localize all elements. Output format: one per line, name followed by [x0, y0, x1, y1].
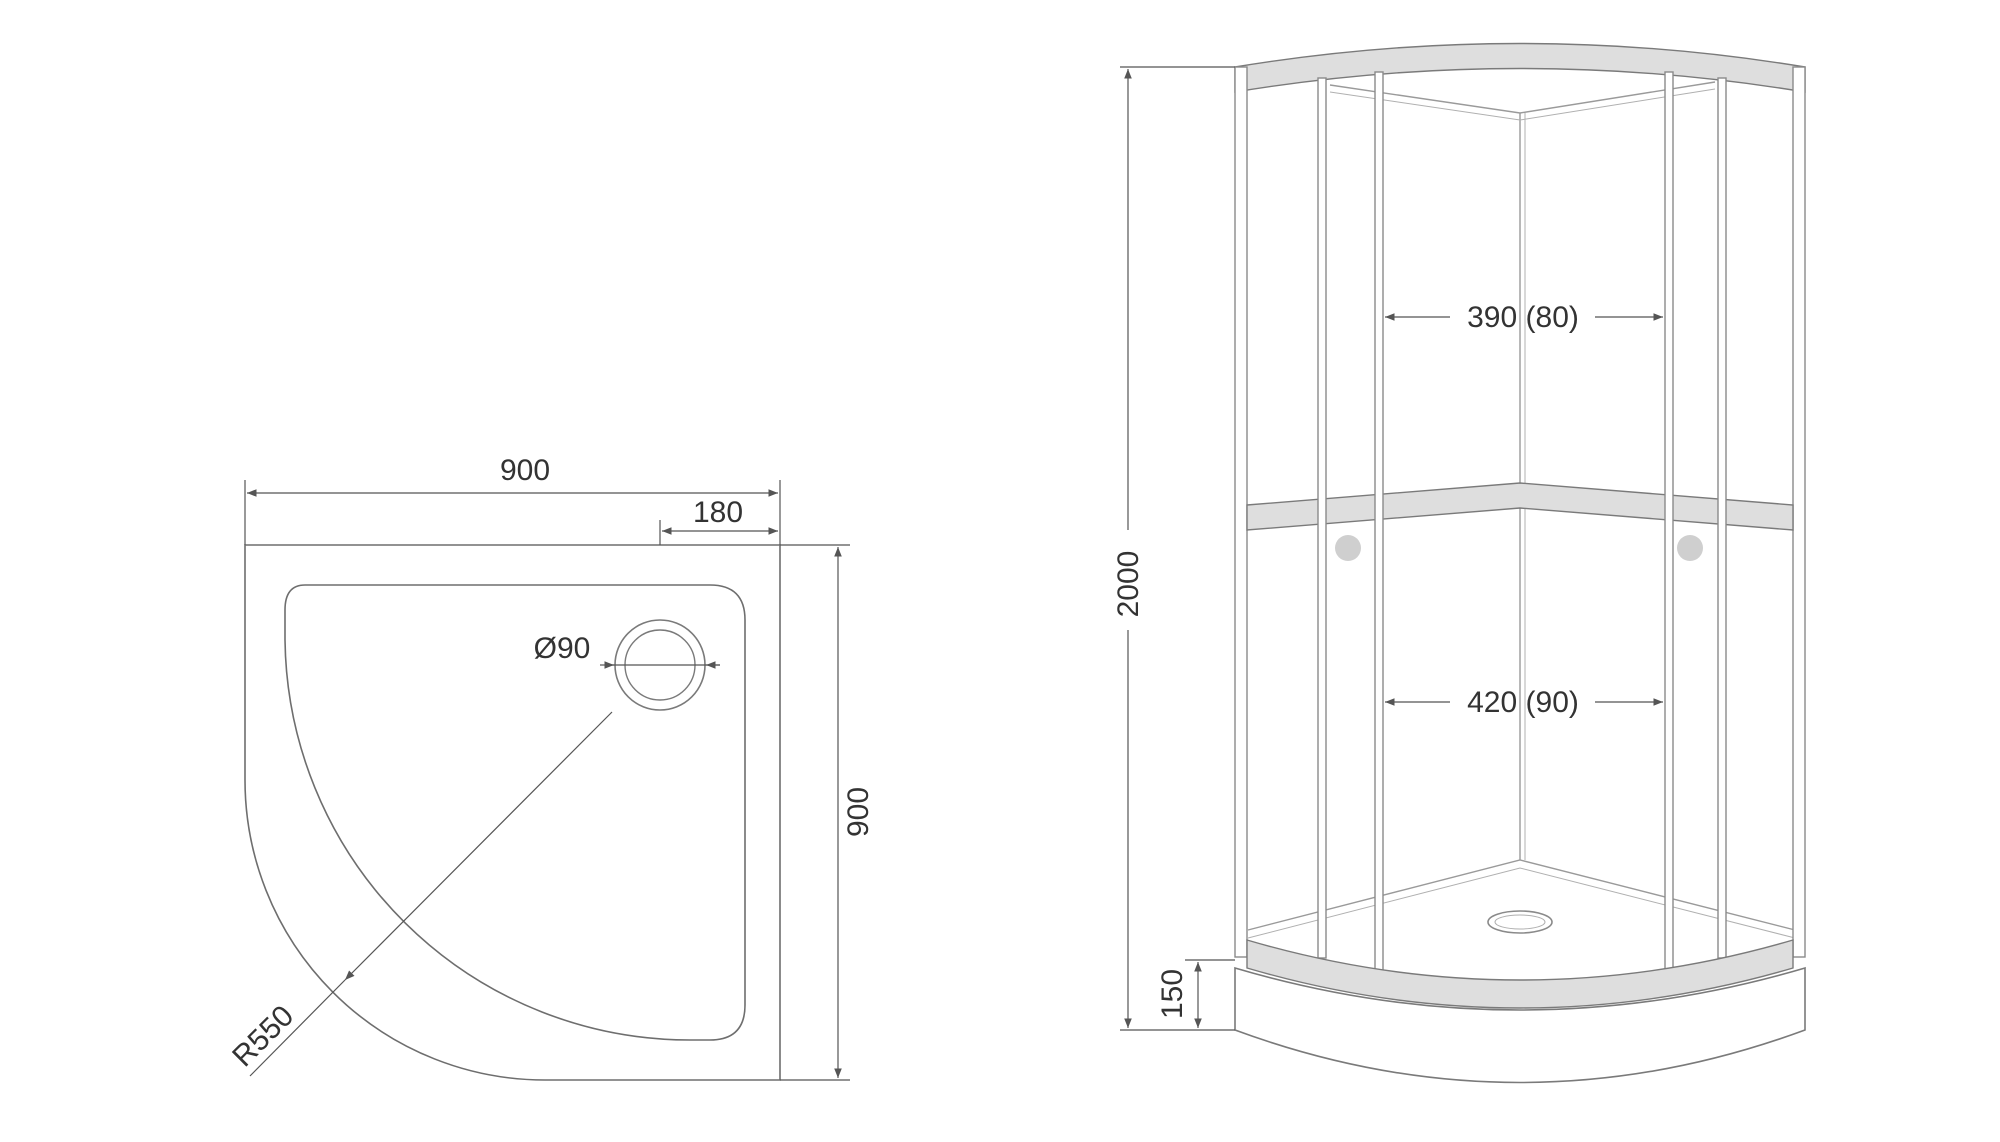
left-door-rail-1 — [1317, 77, 1327, 959]
tray-depth-label: 900 — [842, 787, 875, 837]
bottom-threshold-band — [1246, 939, 1794, 1009]
right-outer-post — [1792, 66, 1806, 958]
left-door-rail-2 — [1374, 71, 1384, 975]
left-door-handle — [1335, 535, 1361, 561]
tray-plan-view: 900 180 Ø90 900 R550 — [226, 454, 875, 1081]
radius-leader-line — [344, 711, 613, 981]
drain-diameter-label: Ø90 — [534, 632, 591, 665]
tray-height-label: 150 — [1156, 969, 1189, 1019]
floor-drain — [1487, 910, 1553, 934]
right-door-rail-2 — [1717, 77, 1727, 959]
lower-opening-label: 420 (90) — [1467, 686, 1579, 719]
tray-outer-outline — [244, 544, 781, 1081]
right-door-rail-1 — [1664, 71, 1674, 975]
cabin-front-view: 2000 150 390 (80) 420 (90) — [1112, 42, 1806, 1084]
upper-opening-label: 390 (80) — [1467, 301, 1579, 334]
cabin-height-label: 2000 — [1112, 551, 1145, 618]
tray-inner-basin — [284, 584, 746, 1041]
tray-width-label: 900 — [500, 454, 550, 487]
drain-offset-label: 180 — [693, 496, 743, 529]
right-door-handle — [1677, 535, 1703, 561]
tray-apron — [1234, 966, 1806, 1084]
left-outer-post — [1234, 66, 1248, 958]
